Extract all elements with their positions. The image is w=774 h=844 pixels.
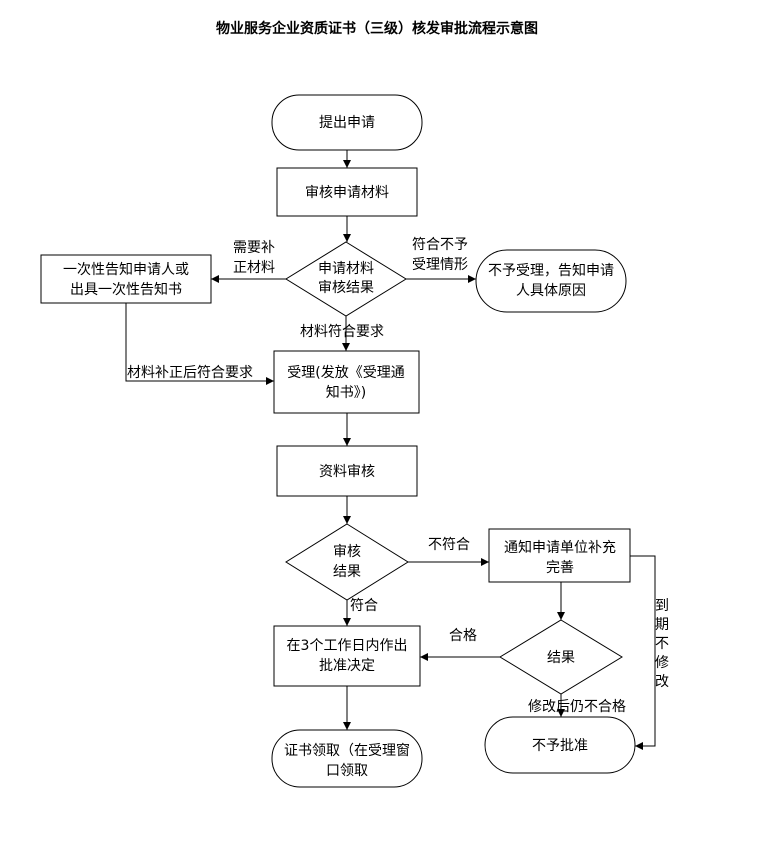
edge-still-unqualified: 修改后仍不合格 xyxy=(528,699,626,715)
reject-reason-label-line1: 不予受理，告知申请 xyxy=(488,262,614,279)
notify-supplement-label-line1: 通知申请单位补充 xyxy=(504,539,616,556)
edge-no-change-due-char1: 到 xyxy=(655,598,669,614)
collect-label-line2: 口领取 xyxy=(326,763,368,779)
check-result-decision xyxy=(285,523,409,601)
edge-no-change-due-char4: 修 xyxy=(655,655,669,671)
review-materials-label: 审核申请材料 xyxy=(305,185,389,201)
start-label: 提出申请 xyxy=(319,115,375,131)
edge-not-acceptable-line1: 符合不予 xyxy=(412,237,468,253)
arrow-after-supplement xyxy=(125,303,274,385)
decision-label-line1: 在3个工作日内作出 xyxy=(287,638,408,654)
notify-once-label-line2: 出具一次性告知书 xyxy=(70,281,182,298)
check-result-label-line1: 审核 xyxy=(333,544,361,560)
review-result-label-line1: 申请材料 xyxy=(318,261,374,277)
notify-supplement-box xyxy=(488,528,631,583)
not-approved-label: 不予批准 xyxy=(532,738,588,754)
accept-label-line1: 受理(发放《受理通 xyxy=(287,365,404,381)
edge-need-supplement-line2: 正材料 xyxy=(233,260,275,276)
check-result-label-line2: 结果 xyxy=(333,564,361,580)
decision-label-line2: 批准决定 xyxy=(319,658,375,674)
edge-qualified: 合格 xyxy=(449,628,477,644)
accept-box xyxy=(273,350,420,414)
edge-not-acceptable-line2: 受理情形 xyxy=(412,257,468,273)
data-review-box xyxy=(276,445,418,497)
decision-box xyxy=(273,625,421,687)
edge-no-change-due-char2: 期 xyxy=(655,617,669,633)
data-review-label: 资料审核 xyxy=(319,464,375,480)
diagram-title: 物业服务企业资质证书（三级）核发审批流程示意图 xyxy=(216,20,538,37)
notify-once-label-line1: 一次性告知申请人或 xyxy=(63,261,189,278)
result-label: 结果 xyxy=(547,650,575,666)
edge-no-change-due-char5: 改 xyxy=(655,674,669,690)
reject-reason-label-line2: 人具体原因 xyxy=(516,283,586,299)
review-result-label-line2: 审核结果 xyxy=(318,280,374,296)
edge-conform: 符合 xyxy=(350,598,378,614)
edge-not-conform: 不符合 xyxy=(428,537,470,553)
edge-no-change-due-char3: 不 xyxy=(655,636,669,652)
collect-label-line1: 证书领取（在受理窗 xyxy=(284,742,410,759)
notify-once-box xyxy=(40,254,212,304)
edge-need-supplement-line1: 需要补 xyxy=(233,240,275,256)
review-result-decision xyxy=(285,241,407,317)
edge-after-supplement: 材料补正后符合要求 xyxy=(127,365,253,381)
edge-meets-requirements: 材料符合要求 xyxy=(300,324,384,340)
notify-supplement-label-line2: 完善 xyxy=(546,560,574,576)
reject-reason-terminal xyxy=(475,249,627,313)
arrow-no-change-due xyxy=(630,555,656,750)
review-materials-box xyxy=(276,167,418,217)
accept-label-line2: 知书》) xyxy=(326,384,366,401)
